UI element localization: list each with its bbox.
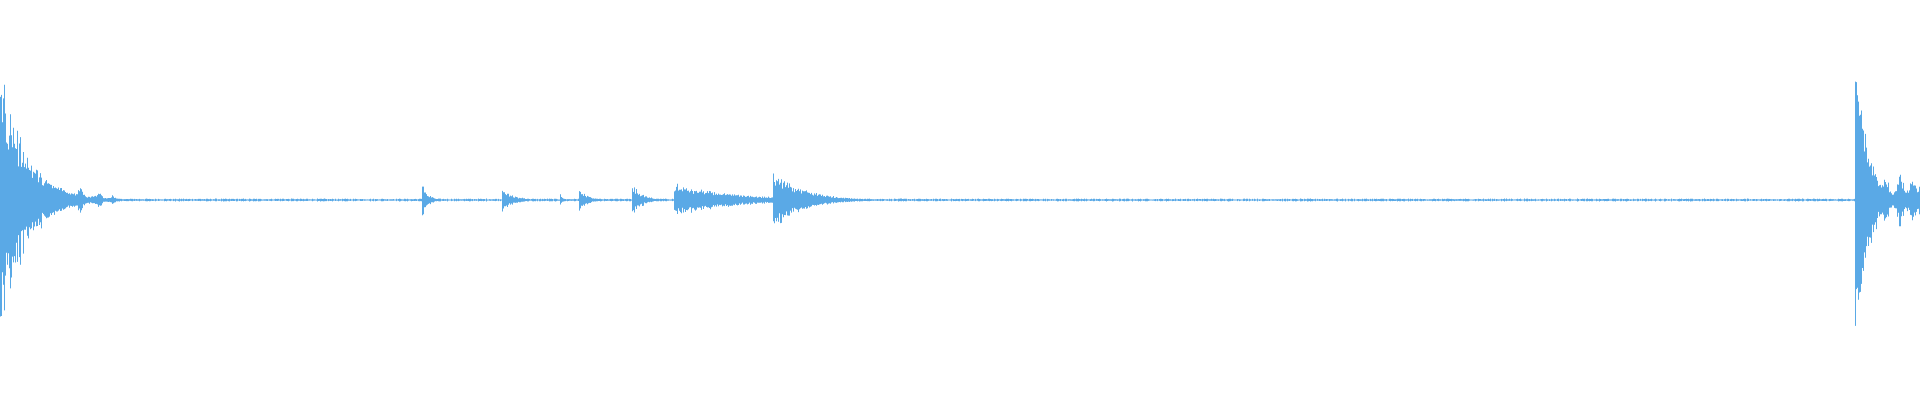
waveform-samples — [0, 81, 1920, 326]
waveform-path — [0, 81, 1920, 326]
